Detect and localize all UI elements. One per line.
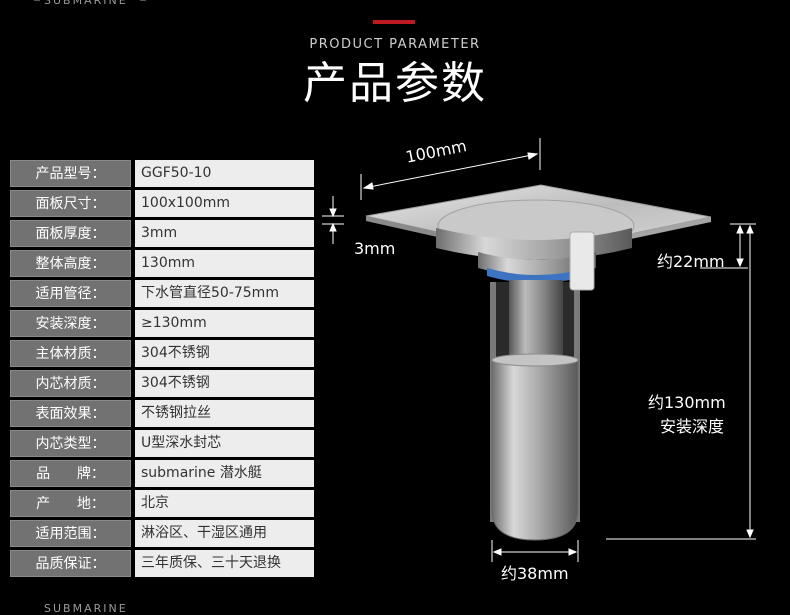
spec-label: 面板厚度： [10, 220, 131, 247]
spec-row: 产 地：北京 [10, 490, 314, 517]
brand-divider-right [140, 0, 146, 1]
spec-row: 安装深度：≥130mm [10, 310, 314, 337]
spec-value: ≥130mm [135, 310, 314, 337]
brand-divider-left [34, 0, 40, 1]
spec-table: 产品型号：GGF50-10 面板尺寸：100x100mm 面板厚度：3mm 整体… [10, 160, 314, 580]
spec-label: 适用管径： [10, 280, 131, 307]
spec-value: 100x100mm [135, 190, 314, 217]
spec-row: 整体高度：130mm [10, 250, 314, 277]
spec-row: 内芯材质：304不锈钢 [10, 370, 314, 397]
drain-core [491, 280, 579, 541]
spec-value: 不锈钢拉丝 [135, 400, 314, 427]
dimension-lines [322, 138, 756, 562]
spec-label: 内芯材质： [10, 370, 131, 397]
spec-value: 304不锈钢 [135, 340, 314, 367]
accent-bar [373, 20, 415, 24]
install-depth-label: 安装深度 [660, 417, 725, 436]
spec-label: 主体材质： [10, 340, 131, 367]
spec-label: 整体高度： [10, 250, 131, 277]
spec-label: 产 地： [10, 490, 131, 517]
spec-label: 产品型号： [10, 160, 131, 187]
section-subtitle: PRODUCT PARAMETER [309, 37, 481, 52]
spec-row: 内芯类型：U型深水封芯 [10, 430, 314, 457]
spec-value: 130mm [135, 250, 314, 277]
spec-row: 表面效果：不锈钢拉丝 [10, 400, 314, 427]
diameter-dimension-label: 约38mm [501, 564, 569, 583]
spec-label: 品质保证： [10, 550, 131, 577]
spec-value: GGF50-10 [135, 160, 314, 187]
spec-value: 三年质保、三十天退换 [135, 550, 314, 577]
spec-row: 主体材质：304不锈钢 [10, 340, 314, 367]
spec-label: 适用范围： [10, 520, 131, 547]
spec-row: 品 牌：submarine 潜水艇 [10, 460, 314, 487]
spec-value: 下水管直径50-75mm [135, 280, 314, 307]
section-title: 产品参数 [303, 58, 487, 109]
total-height-dimension-label: 约130mm [648, 393, 726, 412]
spec-label: 内芯类型： [10, 430, 131, 457]
spec-value: 304不锈钢 [135, 370, 314, 397]
spec-row: 面板厚度：3mm [10, 220, 314, 247]
product-tag [569, 231, 595, 291]
top-height-dimension-label: 约22mm [657, 252, 725, 271]
spec-value: submarine 潜水艇 [135, 460, 314, 487]
spec-row: 品质保证：三年质保、三十天退换 [10, 550, 314, 577]
spec-row: 产品型号：GGF50-10 [10, 160, 314, 187]
thickness-dimension-label: 3mm [354, 239, 396, 258]
spec-value: 3mm [135, 220, 314, 247]
spec-row: 面板尺寸：100x100mm [10, 190, 314, 217]
spec-label: 表面效果： [10, 400, 131, 427]
spec-row: 适用管径：下水管直径50-75mm [10, 280, 314, 307]
spec-label: 面板尺寸： [10, 190, 131, 217]
spec-value: 北京 [135, 490, 314, 517]
brand-text-bottom: SUBMARINE [44, 602, 128, 615]
spec-row: 适用范围：淋浴区、干湿区通用 [10, 520, 314, 547]
spec-value: 淋浴区、干湿区通用 [135, 520, 314, 547]
spec-value: U型深水封芯 [135, 430, 314, 457]
spec-label: 安装深度： [10, 310, 131, 337]
brand-text-top: SUBMARINE [44, 0, 128, 7]
spec-label: 品 牌： [10, 460, 131, 487]
